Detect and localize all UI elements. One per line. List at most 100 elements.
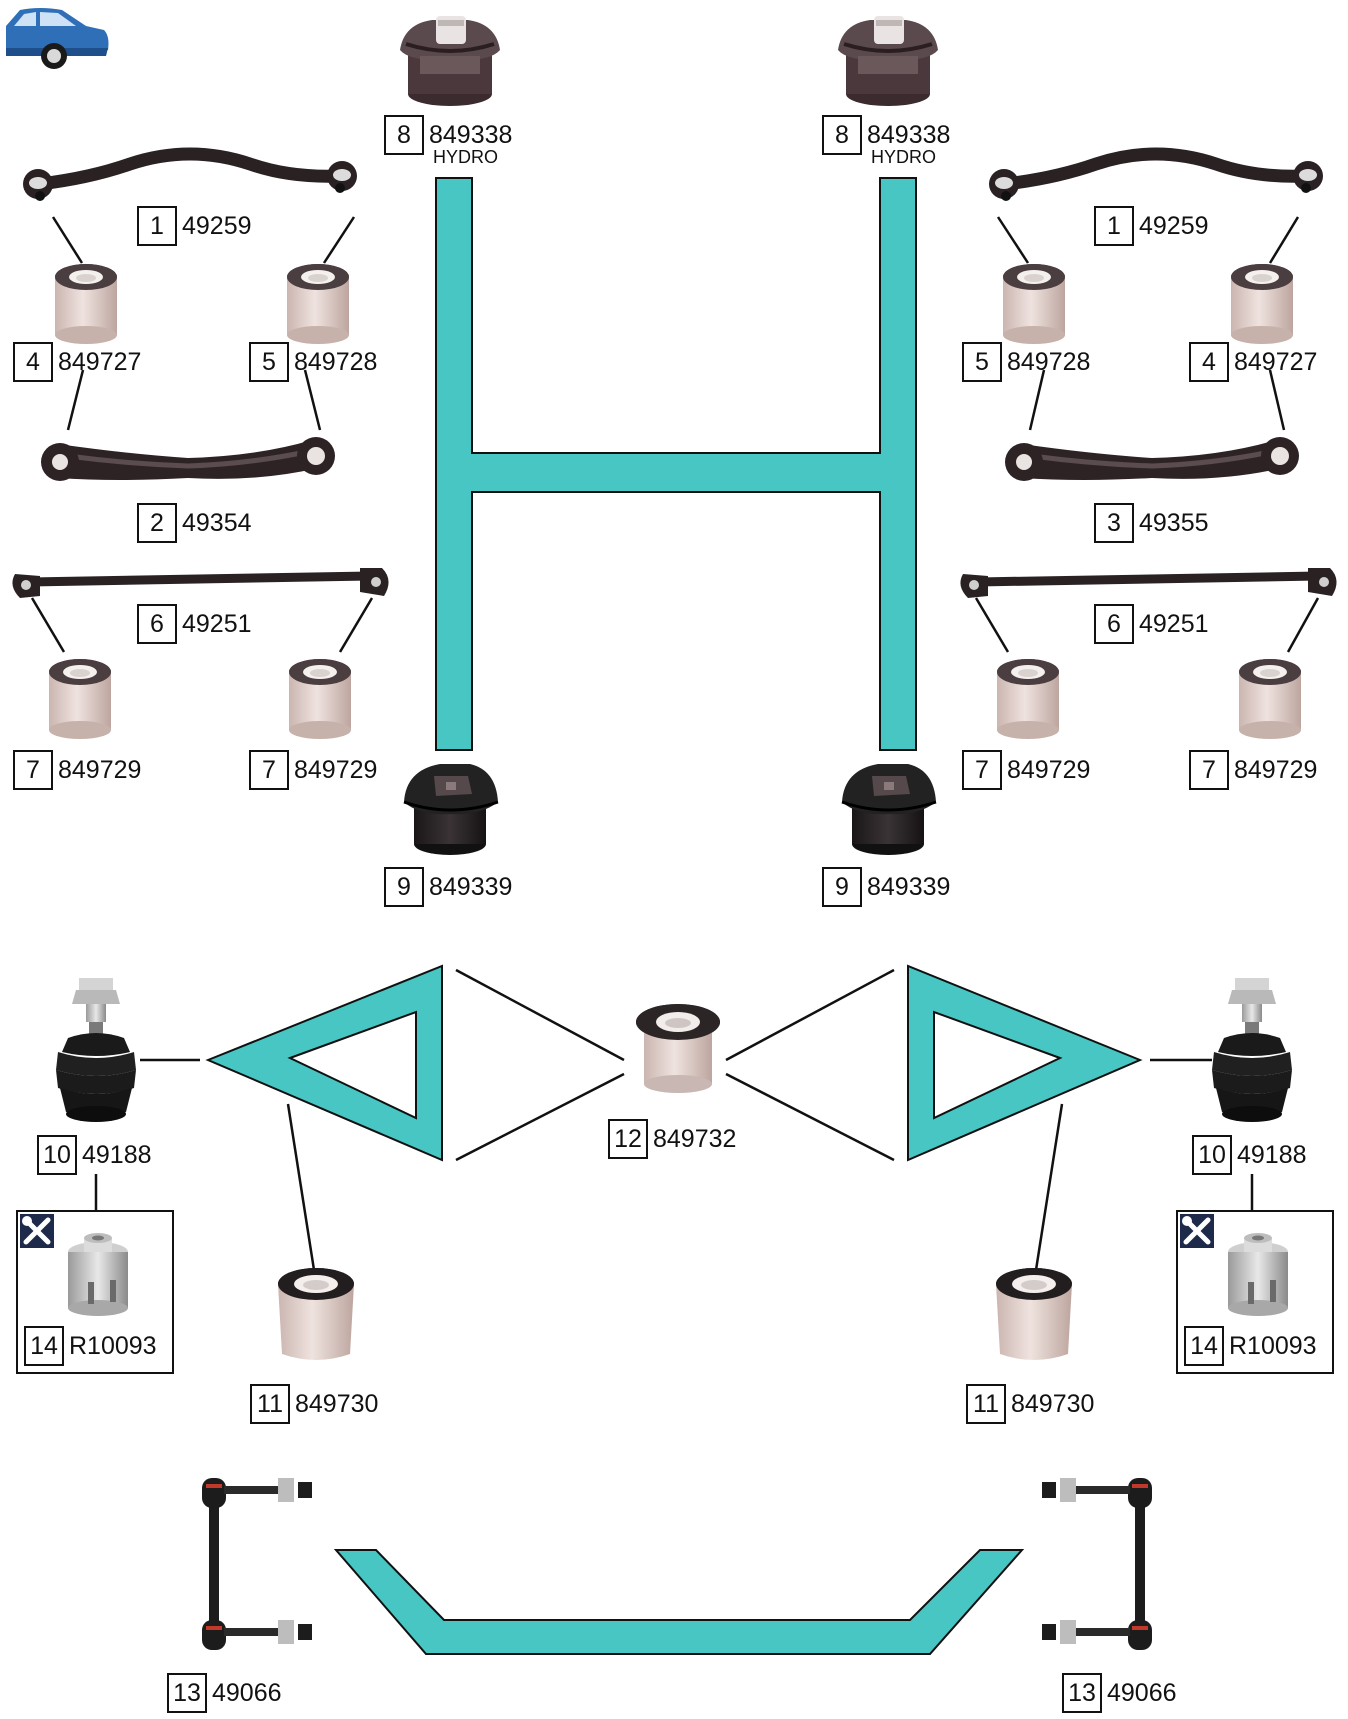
label-9-left: 9 849339 (384, 866, 512, 908)
part-number: 4 (13, 342, 53, 382)
part-code: 849729 (1007, 755, 1091, 784)
label-7-a: 7 849729 (13, 749, 141, 791)
bushing-4-right (1231, 264, 1293, 344)
part-number: 11 (250, 1384, 290, 1424)
part-code: 849338 (867, 120, 951, 149)
control-arm-right-triangle (907, 964, 1143, 1162)
label-12: 12 849732 (608, 1118, 736, 1160)
rod-arm-right (960, 568, 1336, 598)
label-10-right: 10 49188 (1192, 1134, 1307, 1176)
label-11-left: 11 849730 (250, 1383, 378, 1425)
label-13-left: 13 49066 (167, 1672, 282, 1714)
subframe-h-shape (435, 177, 917, 751)
part-number: 3 (1094, 503, 1134, 543)
label-8-left: 8 849338 (384, 114, 512, 156)
part-number: 9 (384, 867, 424, 907)
hydro-note-right: HYDRO (871, 147, 937, 167)
label-1-right: 1 49259 (1094, 205, 1209, 247)
part-code: R10093 (1229, 1331, 1317, 1360)
hydro-note-left: HYDRO (433, 147, 499, 167)
part-number: 11 (966, 1384, 1006, 1424)
label-13-right: 13 49066 (1062, 1672, 1177, 1714)
part-number: 7 (962, 750, 1002, 790)
bushing-7-a (49, 659, 111, 739)
label-5-left: 5 849728 (249, 341, 377, 383)
part-number: 5 (249, 342, 289, 382)
black-mount-left (402, 762, 500, 857)
part-number: 7 (1189, 750, 1229, 790)
black-mount-right (840, 762, 938, 857)
part-number: 12 (608, 1119, 648, 1159)
part-code: 849727 (1234, 347, 1318, 376)
stabilizer-bar (333, 1549, 1025, 1655)
label-6-right: 6 49251 (1094, 603, 1209, 645)
tool-box-right (1176, 1210, 1334, 1374)
part-code: 849339 (867, 872, 951, 901)
part-code: 849727 (58, 347, 142, 376)
part-code: 49066 (212, 1678, 282, 1707)
label-3-right: 3 49355 (1094, 502, 1209, 544)
part-code: 849338 (429, 120, 513, 149)
bushing-4-left (55, 264, 117, 344)
part-code: 49251 (1139, 609, 1209, 638)
wrench-screwdriver-icon (1180, 1214, 1214, 1248)
bushing-12 (636, 1004, 720, 1093)
part-number: 6 (137, 604, 177, 644)
part-number: 1 (137, 206, 177, 246)
label-10-left: 10 49188 (37, 1134, 152, 1176)
part-code: 849728 (1007, 347, 1091, 376)
tool-part-left (68, 1233, 128, 1316)
part-code: 849339 (429, 872, 513, 901)
stabilizer-link-left (202, 1478, 312, 1650)
part-number: 13 (167, 1673, 207, 1713)
label-8-right: 8 849338 (822, 114, 950, 156)
upper-arm-left (23, 154, 357, 201)
part-number: 10 (37, 1135, 77, 1175)
label-11-right: 11 849730 (966, 1383, 1094, 1425)
label-7-c: 7 849729 (962, 749, 1090, 791)
label-9-right: 9 849339 (822, 866, 950, 908)
lower-arm-right (1005, 437, 1299, 481)
label-7-d: 7 849729 (1189, 749, 1317, 791)
part-number: 8 (822, 115, 862, 155)
ball-joint-right (1212, 978, 1292, 1122)
hydro-mount-right (836, 14, 940, 108)
part-code: 49354 (182, 508, 252, 537)
label-5-right: 5 849728 (962, 341, 1090, 383)
bushing-11-left (278, 1268, 354, 1360)
rod-arm-left (12, 568, 388, 598)
part-number: 14 (24, 1326, 64, 1366)
tool-box-left (16, 1210, 174, 1374)
part-code: 849730 (1011, 1389, 1095, 1418)
label-14-left: 14 R10093 (24, 1325, 157, 1367)
part-number: 9 (822, 867, 862, 907)
bushing-7-b (289, 659, 351, 739)
bushing-5-left (287, 264, 349, 344)
label-7-b: 7 849729 (249, 749, 377, 791)
part-number: 7 (249, 750, 289, 790)
label-2-left: 2 49354 (137, 502, 252, 544)
part-code: R10093 (69, 1331, 157, 1360)
part-code: 849728 (294, 347, 378, 376)
part-code: 849729 (58, 755, 142, 784)
control-arm-left-triangle (205, 964, 443, 1162)
part-code: 49188 (82, 1140, 152, 1169)
bushing-7-c (997, 659, 1059, 739)
part-code: 849732 (653, 1124, 737, 1153)
bushing-5-right (1003, 264, 1065, 344)
upper-arm-right (989, 154, 1323, 201)
part-code: 49066 (1107, 1678, 1177, 1707)
label-4-left: 4 849727 (13, 341, 141, 383)
stabilizer-link-right (1042, 1478, 1152, 1650)
part-code: 49355 (1139, 508, 1209, 537)
part-number: 4 (1189, 342, 1229, 382)
part-code: 849729 (294, 755, 378, 784)
ball-joint-left (56, 978, 136, 1122)
part-number: 7 (13, 750, 53, 790)
part-code: 49259 (182, 211, 252, 240)
lower-arm-left (41, 437, 335, 481)
label-1-left: 1 49259 (137, 205, 252, 247)
connector-lines (30, 216, 1320, 1271)
